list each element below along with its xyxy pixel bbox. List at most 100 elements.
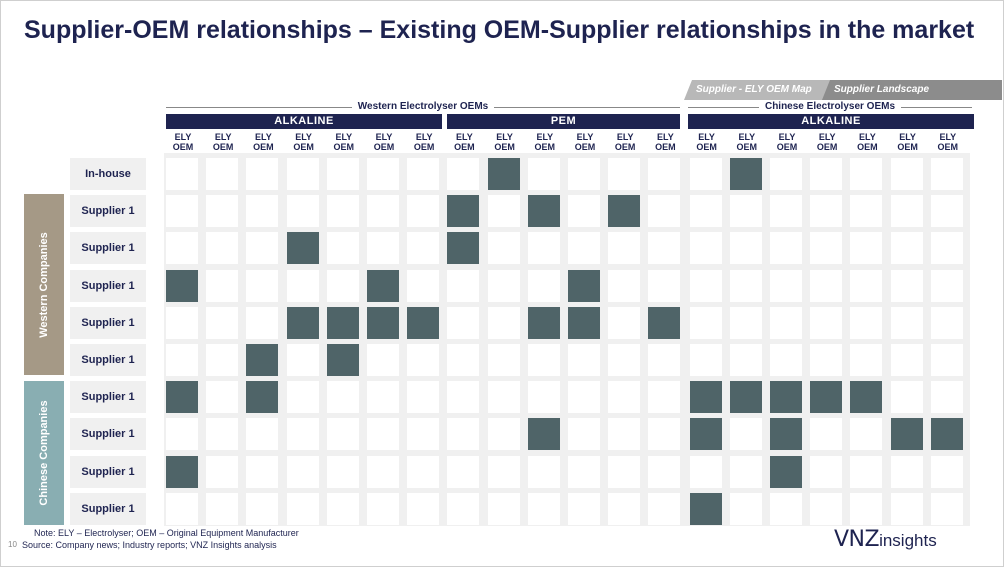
relationship-cell-empty (447, 344, 480, 376)
relationship-cell-filled (326, 306, 359, 339)
relationship-cell-empty (407, 269, 440, 302)
relationship-cell-empty (286, 492, 319, 525)
relationship-cell-empty (810, 418, 843, 451)
row-label-supplier: Supplier 1 (70, 232, 146, 265)
relationship-cell-empty (890, 232, 923, 265)
chinese-companies-label: Chinese Companies (24, 381, 64, 525)
relationship-cell-filled (367, 306, 399, 339)
relationship-cell-empty (890, 381, 923, 414)
relationship-cell-empty (326, 195, 359, 228)
relationship-cell-empty (890, 269, 923, 302)
relationship-cell-empty (206, 232, 239, 265)
relationship-cell-filled (729, 158, 762, 190)
relationship-cell-empty (286, 344, 319, 376)
relationship-cell-empty (206, 418, 239, 451)
page-title: Supplier-OEM relationships – Existing OE… (24, 16, 974, 45)
relationship-cell-filled (527, 418, 560, 451)
row-label-supplier: Supplier 1 (70, 381, 146, 414)
relationship-cell-empty (447, 455, 480, 488)
relationship-cell-empty (568, 344, 600, 376)
pem-bar: PEM (447, 114, 680, 129)
relationship-cell-empty (447, 418, 480, 451)
relationship-cell-empty (648, 455, 681, 488)
relationship-cell-empty (850, 232, 883, 265)
relationship-cell-empty (206, 381, 239, 414)
relationship-cell-empty (930, 158, 963, 190)
relationship-cell-empty (930, 344, 963, 376)
relationship-cell-filled (447, 232, 480, 265)
relationship-cell-filled (930, 418, 963, 451)
row-label-supplier: Supplier 1 (70, 418, 146, 451)
relationship-cell-empty (286, 158, 319, 190)
relationship-cell-empty (810, 232, 843, 265)
relationship-cell-empty (930, 455, 963, 488)
relationship-cell-empty (487, 381, 520, 414)
relationship-cell-empty (648, 492, 681, 525)
relationship-cell-empty (648, 418, 681, 451)
relationship-cell-empty (689, 455, 722, 488)
relationship-cell-empty (166, 158, 198, 190)
relationship-cell-empty (729, 455, 762, 488)
relationship-cell-empty (850, 158, 883, 190)
relationship-cell-filled (770, 381, 802, 414)
row-label-supplier: Supplier 1 (70, 269, 146, 302)
relationship-cell-empty (166, 492, 198, 525)
relationship-cell-empty (447, 492, 480, 525)
chinese-oems-header: Chinese Electrolyser OEMs (688, 101, 972, 112)
relationship-cell-empty (326, 158, 359, 190)
relationship-cell-empty (850, 344, 883, 376)
relationship-cell-empty (568, 232, 600, 265)
relationship-cell-empty (527, 269, 560, 302)
relationship-cell-filled (689, 492, 722, 525)
relationship-cell-filled (608, 195, 641, 228)
relationship-cell-empty (608, 381, 641, 414)
relationship-cell-empty (770, 344, 802, 376)
relationship-cell-empty (608, 418, 641, 451)
relationship-cell-empty (608, 344, 641, 376)
relationship-cell-empty (487, 306, 520, 339)
relationship-cell-empty (689, 158, 722, 190)
relationship-cell-filled (568, 269, 600, 302)
relationship-cell-empty (487, 269, 520, 302)
relationship-cell-filled (286, 306, 319, 339)
relationship-cell-empty (367, 492, 399, 525)
relationship-cell-empty (810, 492, 843, 525)
relationship-cell-empty (246, 232, 279, 265)
relationship-cell-empty (568, 381, 600, 414)
relationship-cell-empty (527, 492, 560, 525)
relationship-cell-empty (729, 418, 762, 451)
relationship-cell-empty (447, 158, 480, 190)
relationship-cell-empty (246, 195, 279, 228)
relationship-cell-empty (286, 195, 319, 228)
relationship-cell-empty (246, 418, 279, 451)
tab-supplier-landscape[interactable]: Supplier Landscape (822, 80, 1002, 100)
page-number: 10 (8, 540, 17, 549)
relationship-cell-empty (527, 381, 560, 414)
relationship-cell-empty (890, 492, 923, 525)
relationship-cell-empty (487, 455, 520, 488)
western-alkaline-bar: ALKALINE (166, 114, 442, 129)
relationship-cell-empty (608, 492, 641, 525)
title-bold: Supplier-OEM relationships (24, 16, 352, 44)
relationship-cell-empty (608, 306, 641, 339)
relationship-cell-empty (568, 418, 600, 451)
relationship-cell-empty (407, 418, 440, 451)
relationship-cell-empty (770, 269, 802, 302)
relationship-cell-empty (367, 455, 399, 488)
relationship-cell-empty (487, 195, 520, 228)
row-label-supplier: Supplier 1 (70, 492, 146, 525)
relationship-cell-filled (810, 381, 843, 414)
tab-supplier-map[interactable]: Supplier - ELY OEM Map (684, 80, 834, 100)
title-rest: – Existing OEM-Supplier relationships in… (351, 16, 975, 44)
relationship-cell-filled (166, 381, 198, 414)
relationship-cell-filled (890, 418, 923, 451)
relationship-cell-empty (367, 232, 399, 265)
relationship-cell-empty (890, 195, 923, 228)
